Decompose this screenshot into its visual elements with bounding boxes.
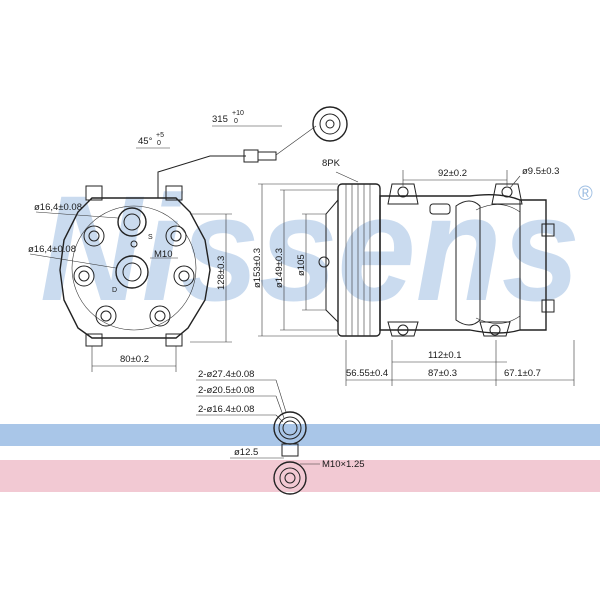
registered-mark: ® [578,183,593,205]
dia-mid-label: ø149±0.3 [274,248,285,288]
length-overall-label: 112±0.1 [428,350,462,361]
bolt [173,265,195,287]
mount-ear-bottom-right [165,333,183,347]
belt-label: 8PK [322,158,341,169]
fitting-neck [281,443,299,457]
length-rear-label: 67.1±0.7 [504,368,541,379]
rear-head [519,199,547,331]
leader-belt [335,171,359,183]
label-d: D [112,287,117,294]
thread-label: M10 [154,249,172,260]
cable-angle-tol-lower: 0 [157,140,161,147]
connector-body [243,149,259,163]
mount-ear [479,321,511,337]
fitting-view: 2-ø27.4±0.08 2-ø20.5±0.08 2-ø16.4±0.08 ø… [196,369,365,495]
blue-band [0,424,600,446]
leader-port-1 [35,211,119,219]
height-label: 128±0.3 [216,256,227,290]
leader-fitting-2 [275,395,285,419]
port-dia-1-label: ø16,4±0.08 [34,202,82,213]
connector-end-icon [275,106,348,156]
cable-angle-tol-upper: +5 [156,132,164,139]
label-s: S [148,234,153,241]
cable-length-tol-upper: +10 [232,110,244,117]
bolt [149,305,171,327]
bolt [73,265,95,287]
cable-line [157,155,246,198]
cable-length-tol-lower: 0 [234,118,238,125]
port-dia-2-label: ø16,4±0.08 [28,244,76,255]
bolt [95,305,117,327]
mount-spacing-label: 92±0.2 [438,168,467,179]
suction-port [117,207,147,237]
bolt [165,225,187,247]
fitting-dim-2-label: 2-ø20.5±0.08 [198,385,254,396]
discharge-port [115,255,149,289]
pulley-offset-label: 56.55±0.4 [346,368,388,379]
dia-inner-label: ø105 [296,254,307,276]
mount-ear-bottom-left [85,333,103,347]
center-screw [130,240,138,248]
rear-boss-bottom [541,299,555,313]
side-view: 8PK ø153±0.3 ø149±0.3 ø105 92±0.2 ø9.5±0… [252,158,575,386]
mount-ear [491,183,523,205]
mount-ear [387,183,419,205]
front-view: S D 315 +10 0 45° +5 0 ø16,4±0.08 ø16,4±… [28,106,348,372]
pulley-hub [318,256,330,268]
fitting-dim-1-label: 2-ø27.4±0.08 [198,369,254,380]
leader-fitting-3 [275,414,284,423]
length-body-label: 87±0.3 [428,368,457,379]
mount-ear [387,321,419,337]
watermark-logo: Nissens [40,164,580,332]
rear-boss-top [541,223,555,237]
housing-circle [71,205,197,331]
cable-length-label: 315 [212,114,228,125]
connector-plug [257,151,277,161]
dia-outer-label: ø153±0.3 [252,248,263,288]
clutch-plate [325,199,339,323]
mount-ear-top-right [165,185,183,201]
fitting-dim-3-label: 2-ø16.4±0.08 [198,404,254,415]
fitting-dim-4-label: ø12.5 [234,447,258,458]
cable-angle-label: 45° [138,136,153,147]
housing-outline [59,197,211,339]
leader-fitting-1 [275,379,287,413]
bolt [83,225,105,247]
mount-hole-label: ø9.5±0.3 [522,166,559,177]
leader-mount-hole [509,175,521,189]
fitting-thread-label: M10×1.25 [322,459,365,470]
leader-port-2 [29,253,117,269]
fitting-lower [273,461,307,495]
mount-ear-top-left [85,185,103,201]
width-label: 80±0.2 [120,354,149,365]
valve-cap [429,203,451,215]
